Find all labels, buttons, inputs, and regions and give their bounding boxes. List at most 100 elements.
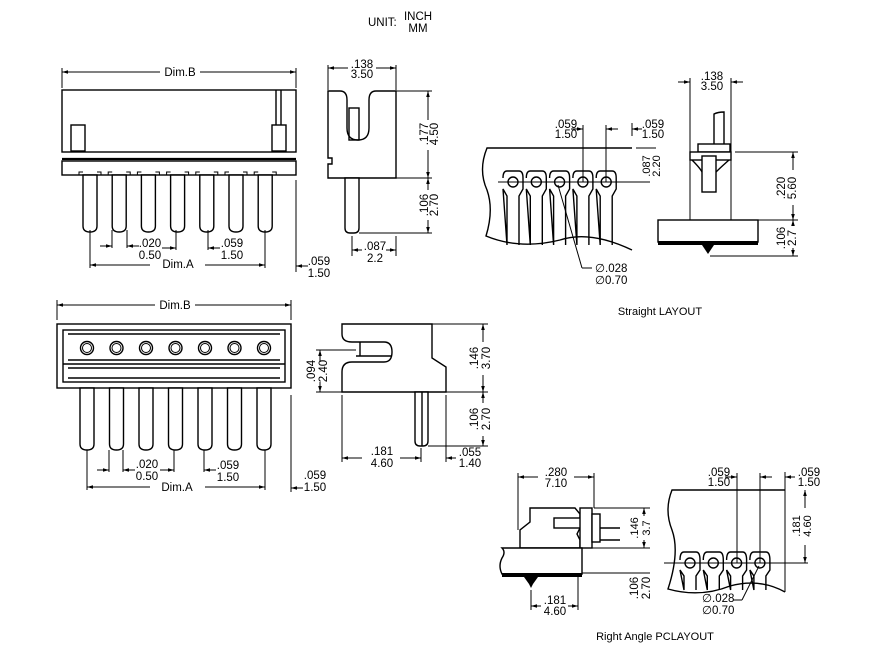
solder-pad — [725, 551, 748, 591]
dim-b-label: Dim.B — [159, 300, 191, 312]
pitch-inch: .059 — [217, 460, 239, 472]
pin-length-mm: 2.70 — [641, 577, 653, 599]
pin — [228, 174, 244, 233]
unit-mm: MM — [408, 23, 427, 35]
contact-hole-inner — [259, 343, 269, 353]
solder-pad — [595, 170, 617, 246]
pitch-inch: .059 — [708, 467, 730, 479]
pin-offset-inch: .181 — [544, 595, 566, 607]
pin-shoulder — [224, 171, 248, 175]
pin-edge-mm: 1.40 — [459, 458, 481, 470]
unit-legend: UNIT: INCH MM — [368, 11, 432, 35]
solder-pad — [525, 170, 547, 246]
edge-offset-inch: .059 — [798, 467, 820, 479]
width-mm: 3.50 — [351, 69, 373, 81]
pin — [108, 387, 125, 451]
pin-shoulder — [195, 171, 219, 175]
pin-length-mm: 2.70 — [429, 194, 441, 216]
pin-shoulder — [253, 171, 277, 175]
contact-hole-inner — [82, 343, 92, 353]
pin-offset-inch: .087 — [364, 241, 386, 253]
bottom-front-view: Dim.B Dim.A .020 0.50 .059 1.50 .059 1.5… — [56, 300, 326, 494]
pin — [111, 174, 127, 233]
pitch-inch: .059 — [221, 238, 243, 250]
pin — [226, 387, 243, 451]
pin — [79, 387, 95, 451]
edge-offset-mm: 1.50 — [304, 482, 326, 494]
pin — [138, 387, 154, 451]
dim-b-label: Dim.B — [164, 67, 196, 79]
solder-pad — [702, 551, 724, 591]
row-offset-mm: 4.60 — [802, 515, 814, 536]
dim-a-label: Dim.A — [162, 259, 194, 271]
pin — [140, 174, 157, 233]
body-height-mm: 3.70 — [481, 347, 493, 369]
contact-hole-inner — [170, 343, 181, 353]
contact-hole-inner — [141, 343, 151, 353]
row-offset-inch: .087 — [641, 155, 653, 176]
hole-diameter-mm: ∅0.70 — [595, 275, 627, 287]
edge-offset-mm: 1.50 — [798, 477, 820, 489]
pin-width-inch: .020 — [136, 459, 158, 471]
pin — [167, 387, 184, 451]
pin-length-inch: .106 — [776, 227, 788, 249]
pitch-mm: 1.50 — [555, 129, 577, 141]
row-offset-inch: .181 — [791, 515, 803, 536]
right-angle-layout-caption: Right Angle PCLAYOUT — [596, 631, 714, 643]
height-inch: .220 — [776, 177, 788, 199]
pin — [197, 387, 213, 451]
hole-diameter-inch: ∅.028 — [595, 263, 627, 275]
pin — [199, 174, 215, 233]
top-side-view: .138 3.50 .177 4.50 .106 2.70 .087 2.2 — [327, 59, 441, 265]
body-height-inch: .146 — [469, 347, 481, 369]
height-mm: 3.7 — [641, 520, 653, 535]
pitch-mm: 1.50 — [221, 250, 243, 262]
pin — [82, 174, 98, 233]
contact-hole-inner — [111, 343, 122, 353]
contact-hole-inner — [200, 343, 210, 353]
dim-a-label: Dim.A — [161, 482, 193, 494]
pin-offset-mm: 4.60 — [371, 458, 393, 470]
right-angle-layout: .059 1.50 .059 1.50 .181 4.60 ∅.028 ∅0.7… — [596, 467, 820, 643]
straight-mount-view: .138 3.50 .220 5.60 .106 2.7 — [657, 71, 799, 257]
edge-offset-inch: .059 — [642, 119, 664, 131]
hole-diameter-inch: ∅.028 — [702, 593, 734, 605]
pin — [169, 174, 186, 233]
pin-offset-mm: 2.2 — [367, 253, 383, 265]
straight-layout: .059 1.50 .059 1.50 .087 2.20 ∅.028 ∅0.7… — [481, 119, 702, 318]
pin-offset-inch: .181 — [371, 446, 393, 458]
unit-label: UNIT: — [368, 17, 397, 29]
pin-edge-inch: .055 — [459, 447, 481, 459]
solder-pad — [502, 170, 524, 246]
contact-hole-inner — [229, 343, 240, 353]
pin-shoulder — [78, 171, 102, 175]
slot-height-mm: 2.40 — [318, 360, 330, 382]
bottom-side-view: .146 3.70 .106 2.70 .094 2.40 .181 4.60 … — [306, 323, 493, 470]
pin-shoulder — [107, 171, 131, 175]
solder-pad — [572, 170, 594, 246]
body-height-mm: 4.50 — [429, 123, 441, 145]
width-mm: 3.50 — [701, 81, 723, 93]
solder-pad — [679, 551, 701, 591]
straight-layout-caption: Straight LAYOUT — [618, 306, 702, 318]
edge-offset-mm: 1.50 — [642, 129, 664, 141]
pin — [256, 387, 272, 451]
pin-width-inch: .020 — [139, 238, 161, 250]
top-front-view: Dim.B Dim.A .020 0.50 .059 1.50 .059 1.5… — [61, 67, 330, 280]
length-inch: .280 — [545, 467, 567, 479]
width-inch: .138 — [351, 59, 373, 71]
pin-shoulder — [166, 171, 190, 175]
body-height-inch: .177 — [419, 123, 431, 145]
pin — [257, 174, 273, 233]
pin-offset-mm: 4.60 — [544, 606, 566, 618]
solder-pad — [548, 170, 571, 246]
pin-length-inch: .106 — [419, 194, 431, 216]
slot-height-inch: .094 — [306, 359, 318, 382]
right-angle-mount-view: .280 7.10 .146 3.7 .106 2.70 .181 4.60 — [499, 467, 653, 618]
edge-offset-inch: .059 — [304, 470, 326, 482]
unit-inch: INCH — [404, 11, 432, 23]
edge-offset-inch: .059 — [308, 256, 330, 268]
pin-length-mm: 2.70 — [481, 408, 493, 430]
width-inch: .138 — [701, 71, 723, 83]
